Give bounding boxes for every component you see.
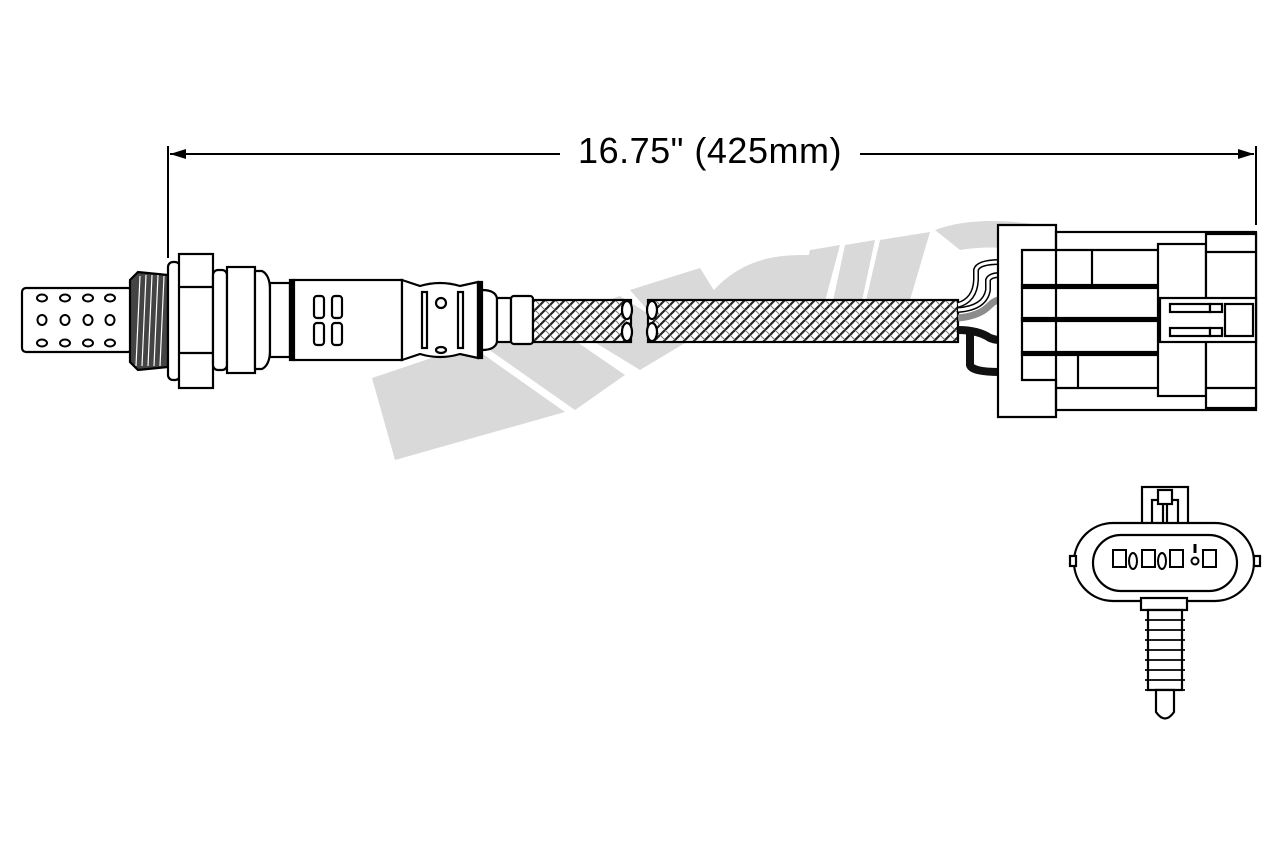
cable-boot [1145,608,1185,720]
connector-side-view [996,223,1258,419]
dimension-label: 16.75" (425mm) [560,128,860,174]
braided-cable [531,298,960,344]
lead-wires [956,259,1001,376]
dimension-line [167,146,1257,258]
probe-tip [20,286,134,354]
connector-end-view [1068,485,1262,720]
threaded-body [128,270,170,372]
connector-pins [1112,544,1217,570]
sensor-housing [211,265,535,375]
hex-nut [166,252,215,390]
